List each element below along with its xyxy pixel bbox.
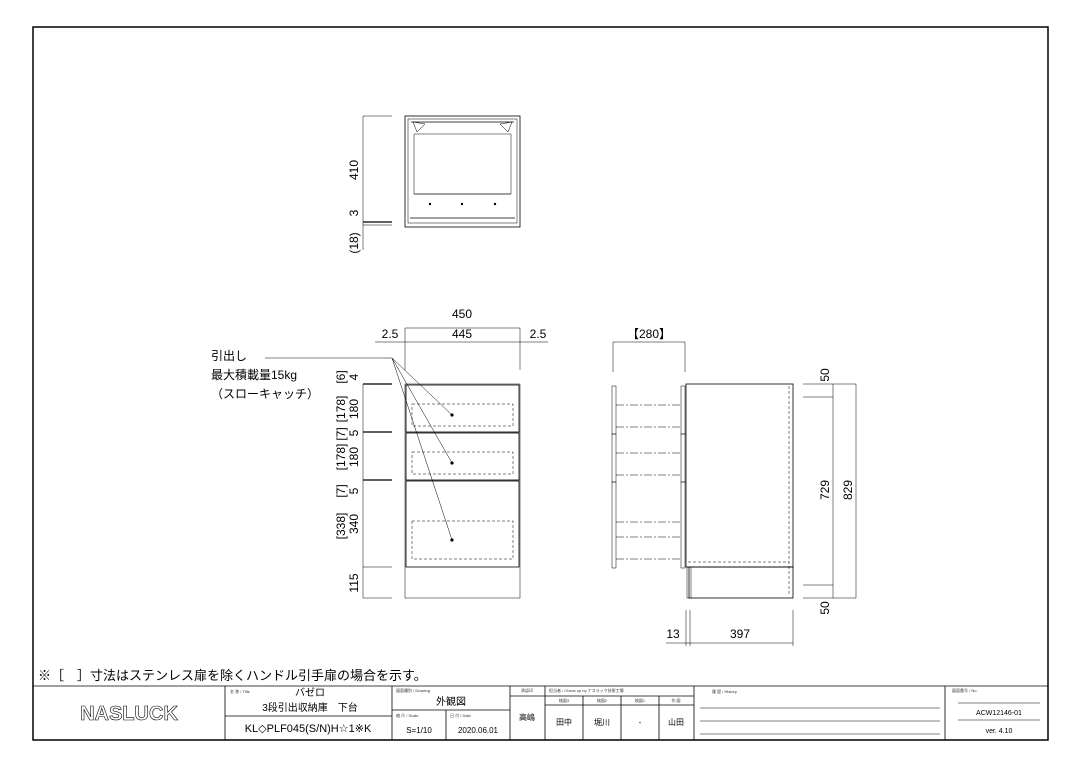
front-vertical-dims: 4 180 5 180 5 340 115 [6] [178] [7] [178… xyxy=(334,370,361,592)
top-view xyxy=(362,115,521,250)
svg-text:堀川: 堀川 xyxy=(594,718,610,727)
number-label: 図面番号 / No. xyxy=(952,687,978,693)
series-name: バゼロ xyxy=(295,687,325,699)
date-label: 日 付 / Date xyxy=(450,712,472,718)
svg-text:田中: 田中 xyxy=(556,717,572,727)
svg-text:検図3: 検図3 xyxy=(559,697,570,703)
check-columns: 検図3 検図2 検図1 作 図 田中 堀川 - 山田 xyxy=(556,697,684,727)
svg-text:検図2: 検図2 xyxy=(597,697,608,703)
approval-label: 承認印 xyxy=(521,687,533,693)
title-label: 名 称 / Title xyxy=(230,688,251,694)
drawing-type: 外観図 xyxy=(436,695,466,708)
svg-text:[6]: [6] xyxy=(334,370,348,383)
version: ver. 4.10 xyxy=(986,728,1013,735)
dim-drawer-extension: 【280】 xyxy=(627,327,671,341)
drawing-frame xyxy=(32,26,1049,741)
nasluck-logo: NASLUCK xyxy=(80,703,178,725)
dim-width-445: 445 xyxy=(452,327,472,341)
svg-text:5: 5 xyxy=(347,429,361,436)
svg-text:[7]: [7] xyxy=(334,427,348,440)
dim-side-729: 729 xyxy=(818,480,832,500)
side-view xyxy=(611,341,857,646)
scale-value: S=1/10 xyxy=(406,726,432,735)
title-block xyxy=(33,685,1048,740)
drawing-label: 図面種別 / Drawing xyxy=(396,687,430,693)
dim-top-18: (18) xyxy=(347,232,361,253)
scale-label: 縮 尺 / Scale xyxy=(396,712,419,718)
svg-text:115: 115 xyxy=(347,573,361,592)
dimension-note: ※［ ］寸法はステンレス扉を除くハンドル引手扉の場合を示す。 xyxy=(38,668,427,683)
callout-max-load: 最大積載量15kg xyxy=(211,367,297,382)
svg-text:4: 4 xyxy=(347,373,361,380)
dim-gap-right: 2.5 xyxy=(530,327,547,341)
svg-text:180: 180 xyxy=(347,399,361,419)
history-label: 履 歴 / History xyxy=(712,688,737,694)
date-value: 2020.06.01 xyxy=(458,726,499,735)
model-number: KL◇PLF045(S/N)H☆1※K xyxy=(245,723,372,735)
svg-text:[178]: [178] xyxy=(334,444,348,471)
dim-side-top-50: 50 xyxy=(818,368,832,382)
dim-side-829: 829 xyxy=(841,480,855,500)
svg-text:340: 340 xyxy=(347,514,361,534)
svg-text:5: 5 xyxy=(347,487,361,494)
callout-drawer: 引出し xyxy=(211,349,247,363)
front-view xyxy=(265,327,548,599)
dim-gap-left: 2.5 xyxy=(382,327,399,341)
check-label: 担当者 / Check up by ナスラック技術工場 xyxy=(549,687,624,693)
svg-text:180: 180 xyxy=(347,447,361,467)
dim-front-thickness: 13 xyxy=(666,627,680,641)
approver-name: 高嶋 xyxy=(519,712,535,722)
product-name: 3段引出収納庫 下台 xyxy=(262,701,358,714)
svg-text:[178]: [178] xyxy=(334,396,348,423)
drawing-number: ACW12146-01 xyxy=(976,710,1022,717)
dim-width-450: 450 xyxy=(452,307,472,321)
dim-top-410: 410 xyxy=(347,160,361,180)
svg-text:検図1: 検図1 xyxy=(635,697,646,703)
dim-side-bottom-50: 50 xyxy=(818,601,832,615)
svg-text:[7]: [7] xyxy=(334,484,348,497)
dim-top-3: 3 xyxy=(347,209,361,216)
svg-text:-: - xyxy=(639,718,642,727)
callout-slow-catch: （スローキャッチ） xyxy=(211,387,319,401)
svg-text:山田: 山田 xyxy=(668,717,684,727)
dim-depth: 397 xyxy=(730,627,750,641)
svg-text:作 図: 作 図 xyxy=(671,697,680,703)
svg-text:[338]: [338] xyxy=(334,513,348,540)
